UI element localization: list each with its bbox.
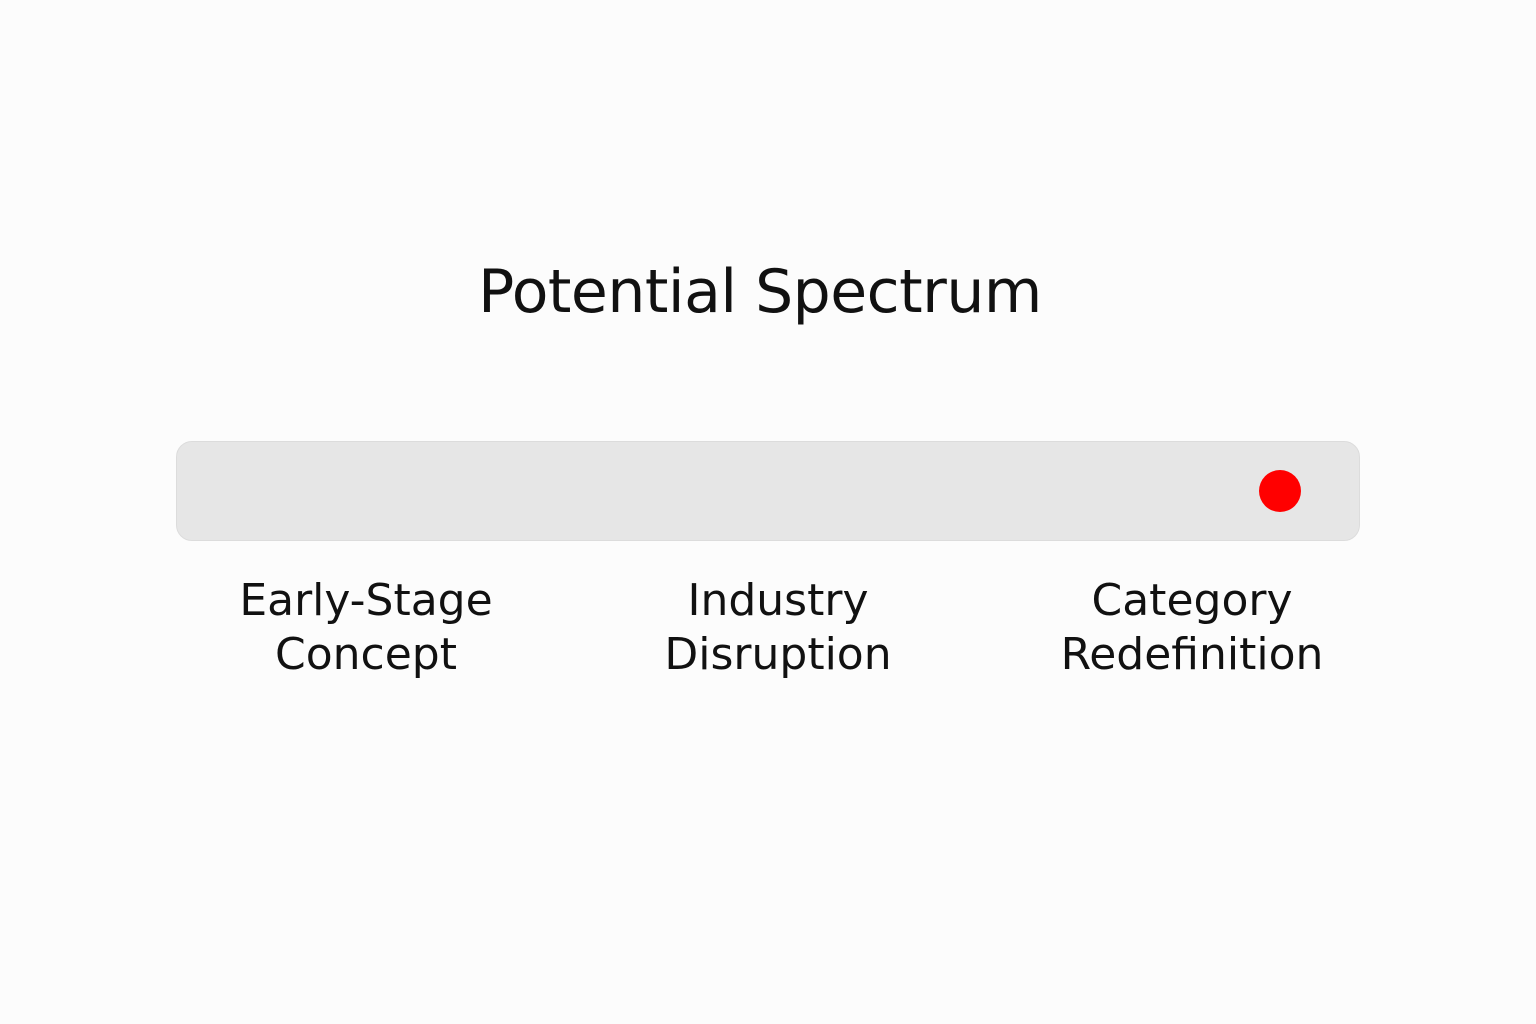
label-line: Early-Stage (239, 575, 493, 626)
label-line: Category (1091, 575, 1293, 626)
label-line: Concept (275, 629, 457, 680)
label-line: Disruption (664, 629, 892, 680)
label-line: Industry (687, 575, 869, 626)
spectrum-label-early-stage-concept: Early-Stage Concept (176, 574, 556, 682)
page-title: Potential Spectrum (478, 257, 1042, 327)
spectrum-track (176, 441, 1360, 541)
spectrum-label-category-redefinition: Category Redefinition (1002, 574, 1382, 682)
spectrum-label-industry-disruption: Industry Disruption (588, 574, 968, 682)
position-marker (1258, 470, 1301, 512)
label-line: Redefinition (1060, 629, 1324, 680)
